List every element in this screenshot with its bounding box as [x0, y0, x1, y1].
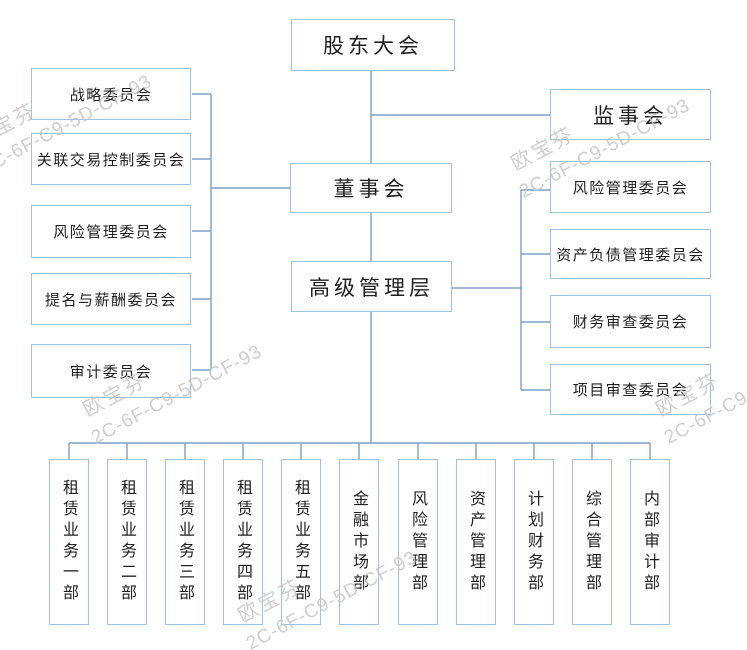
box-dept-leasing-4: 租赁业务四部: [223, 459, 263, 625]
box-dept-leasing-5: 租赁业务五部: [281, 459, 321, 625]
box-right-committee-risk-management: 风险管理委员会: [550, 161, 711, 213]
department-bus-connectors: [68, 442, 651, 459]
box-right-committee-financial-review: 财务审查委员会: [550, 295, 711, 348]
box-right-committee-project-review: 项目审查委员会: [550, 364, 711, 415]
box-left-committee-nomination-remuneration: 提名与薪酬委员会: [31, 273, 191, 325]
box-dept-internal-audit: 内部审计部: [630, 459, 670, 625]
main-spine-connectors: [370, 71, 550, 443]
box-board-of-directors: 董事会: [290, 163, 452, 213]
left-committee-connectors: [192, 93, 291, 371]
box-left-committee-audit: 审计委员会: [31, 344, 191, 398]
box-dept-planning-finance: 计划财务部: [514, 459, 554, 625]
box-left-committee-risk-management: 风险管理委员会: [31, 205, 191, 258]
box-dept-general-management: 综合管理部: [572, 459, 612, 625]
box-left-committee-strategy: 战略委员会: [31, 68, 191, 120]
box-supervisory-board: 监事会: [550, 89, 711, 140]
box-dept-risk-management: 风险管理部: [398, 459, 438, 625]
box-left-committee-related-transaction-control: 关联交易控制委员会: [31, 133, 191, 185]
box-dept-asset-management: 资产管理部: [456, 459, 496, 625]
right-committee-connectors: [452, 189, 550, 391]
box-dept-leasing-3: 租赁业务三部: [165, 459, 205, 625]
box-senior-management: 高级管理层: [291, 261, 452, 312]
box-shareholders-meeting: 股东大会: [291, 19, 455, 71]
box-right-committee-asset-liability: 资产负债管理委员会: [550, 229, 711, 279]
box-dept-leasing-2: 租赁业务二部: [107, 459, 147, 625]
box-dept-financial-markets: 金融市场部: [339, 459, 379, 625]
box-dept-leasing-1: 租赁业务一部: [49, 459, 89, 625]
